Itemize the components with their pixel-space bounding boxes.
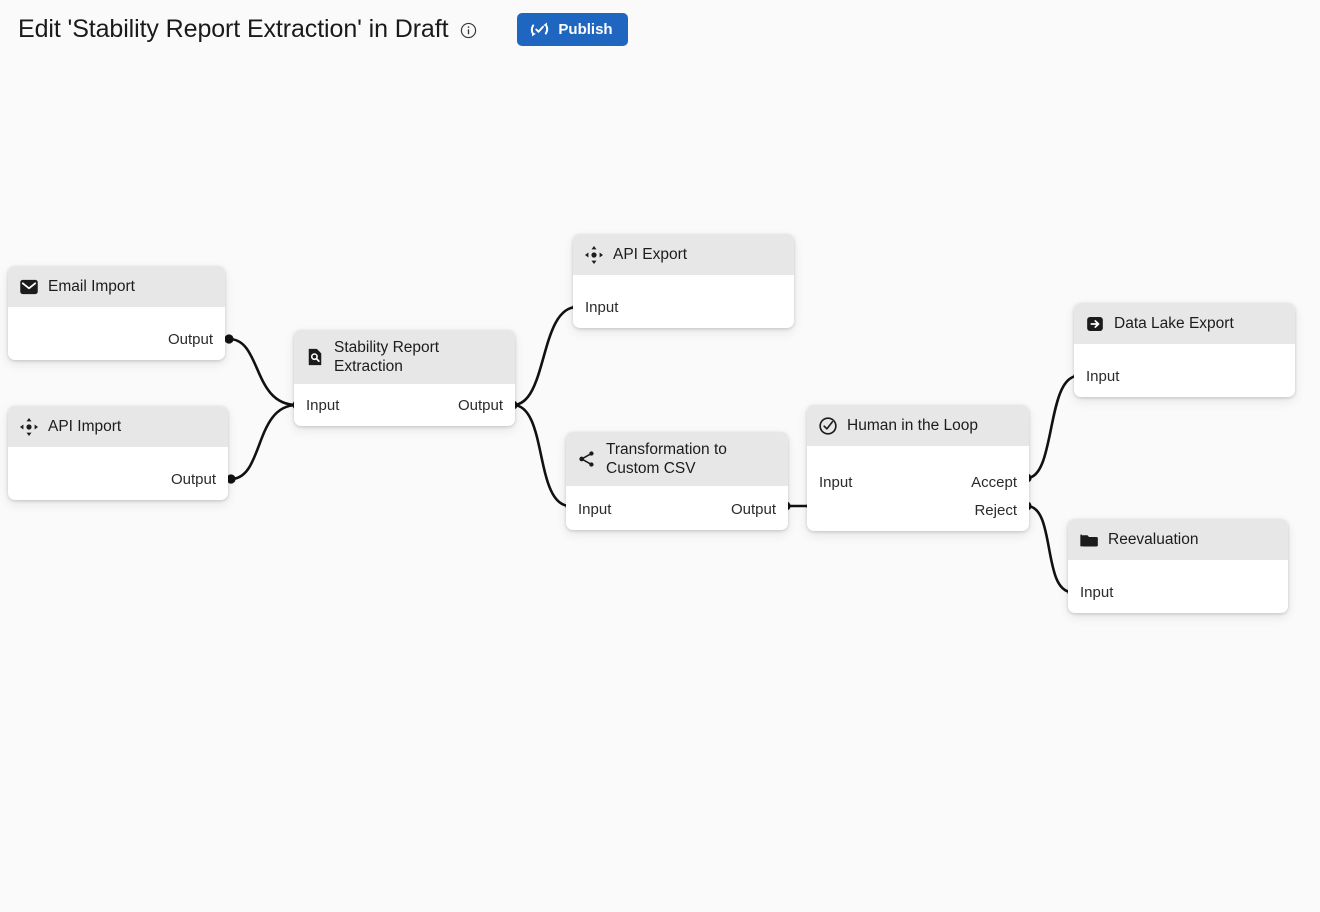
port-row: Input [573,294,794,322]
port-input-input[interactable]: Input [1086,368,1120,385]
four-arrows-move-icon [19,417,39,437]
node-header-email-import[interactable]: Email Import [8,266,225,307]
node-body-spacer [294,384,515,392]
port-output-accept[interactable]: Accept [971,474,1017,491]
node-body-spacer [1068,560,1288,579]
info-circle-icon[interactable] [460,22,477,39]
edge-accept-to-datalake[interactable] [1025,374,1080,480]
port-output-output[interactable]: Output [730,501,776,518]
node-title-transformation-to-custom-csv: Transformation to Custom CSV [606,441,727,477]
document-search-icon [305,347,325,367]
node-body-data-lake-export: Input [1074,344,1295,391]
node-title-email-import: Email Import [48,278,135,295]
node-body-email-import: Output [8,307,225,354]
node-body-transformation-to-custom-csv: Input Output [566,486,788,524]
port-row: Input Accept [807,469,1029,497]
edge-email-to-extraction[interactable] [227,337,299,407]
port-connector-dot[interactable] [224,334,234,344]
node-body-stability-report-extraction: Input Output [294,384,515,420]
node-body-spacer [573,275,794,294]
node-body-spacer [1074,344,1295,363]
node-header-human-in-the-loop[interactable]: Human in the Loop [807,405,1029,446]
port-output-output[interactable]: Output [457,397,503,414]
node-body-spacer [566,486,788,496]
page-title: Edit 'Stability Report Extraction' in Dr… [18,14,449,43]
port-input-input[interactable]: Input [819,474,853,491]
folder-stack-icon [1079,530,1099,550]
node-header-api-import[interactable]: API Import [8,406,228,447]
publish-refresh-check-icon [529,19,550,40]
port-row: Input Output [294,392,515,420]
node-title-human-in-the-loop: Human in the Loop [847,417,978,434]
node-body-reevaluation: Input [1068,560,1288,607]
port-input-input[interactable]: Input [585,299,619,316]
port-row: Input [1074,363,1295,391]
publish-button[interactable]: Publish [517,12,628,46]
node-body-api-export: Input [573,275,794,322]
edge-apiimport-to-extraction[interactable] [229,403,299,481]
port-output-reject[interactable]: Reject [974,502,1017,519]
node-title-api-export: API Export [613,246,688,263]
node-header-api-export[interactable]: API Export [573,234,794,275]
node-transformation-to-custom-csv[interactable]: Transformation to Custom CSV Input Output [566,432,788,530]
publish-button-label: Publish [558,20,613,38]
port-input-input[interactable]: Input [306,397,340,414]
node-title-api-import: API Import [48,418,122,435]
port-output-output[interactable]: Output [170,471,216,488]
node-body-spacer [8,307,225,326]
node-body-spacer [807,446,1029,469]
export-arrow-icon [1085,314,1105,334]
port-row: Output [8,326,225,354]
port-row: Output [8,466,228,494]
port-row: Reject [807,497,1029,525]
node-title-reevaluation: Reevaluation [1108,531,1199,548]
port-input-input[interactable]: Input [578,501,612,518]
node-title-stability-report-extraction: Stability Report Extraction [334,339,440,375]
node-header-reevaluation[interactable]: Reevaluation [1068,519,1288,560]
edge-extraction-to-apiexport[interactable] [511,305,579,407]
port-row: Input Output [566,496,788,524]
node-header-transformation-to-custom-csv[interactable]: Transformation to Custom CSV [566,432,788,486]
envelope-icon [19,277,39,297]
node-header-data-lake-export[interactable]: Data Lake Export [1074,303,1295,344]
edge-reject-to-reevaluation[interactable] [1025,504,1074,594]
node-header-stability-report-extraction[interactable]: Stability Report Extraction [294,330,515,384]
port-row: Input [1068,579,1288,607]
node-title-data-lake-export: Data Lake Export [1114,315,1234,332]
node-body-spacer [8,447,228,466]
port-input-input[interactable]: Input [1080,584,1114,601]
edge-extraction-to-transform[interactable] [511,403,572,508]
share-branch-icon [577,449,597,469]
node-body-api-import: Output [8,447,228,494]
port-output-output[interactable]: Output [167,331,213,348]
check-circle-icon [818,416,838,436]
four-arrows-move-icon [584,245,604,265]
page-header: Edit 'Stability Report Extraction' in Dr… [0,0,1320,58]
